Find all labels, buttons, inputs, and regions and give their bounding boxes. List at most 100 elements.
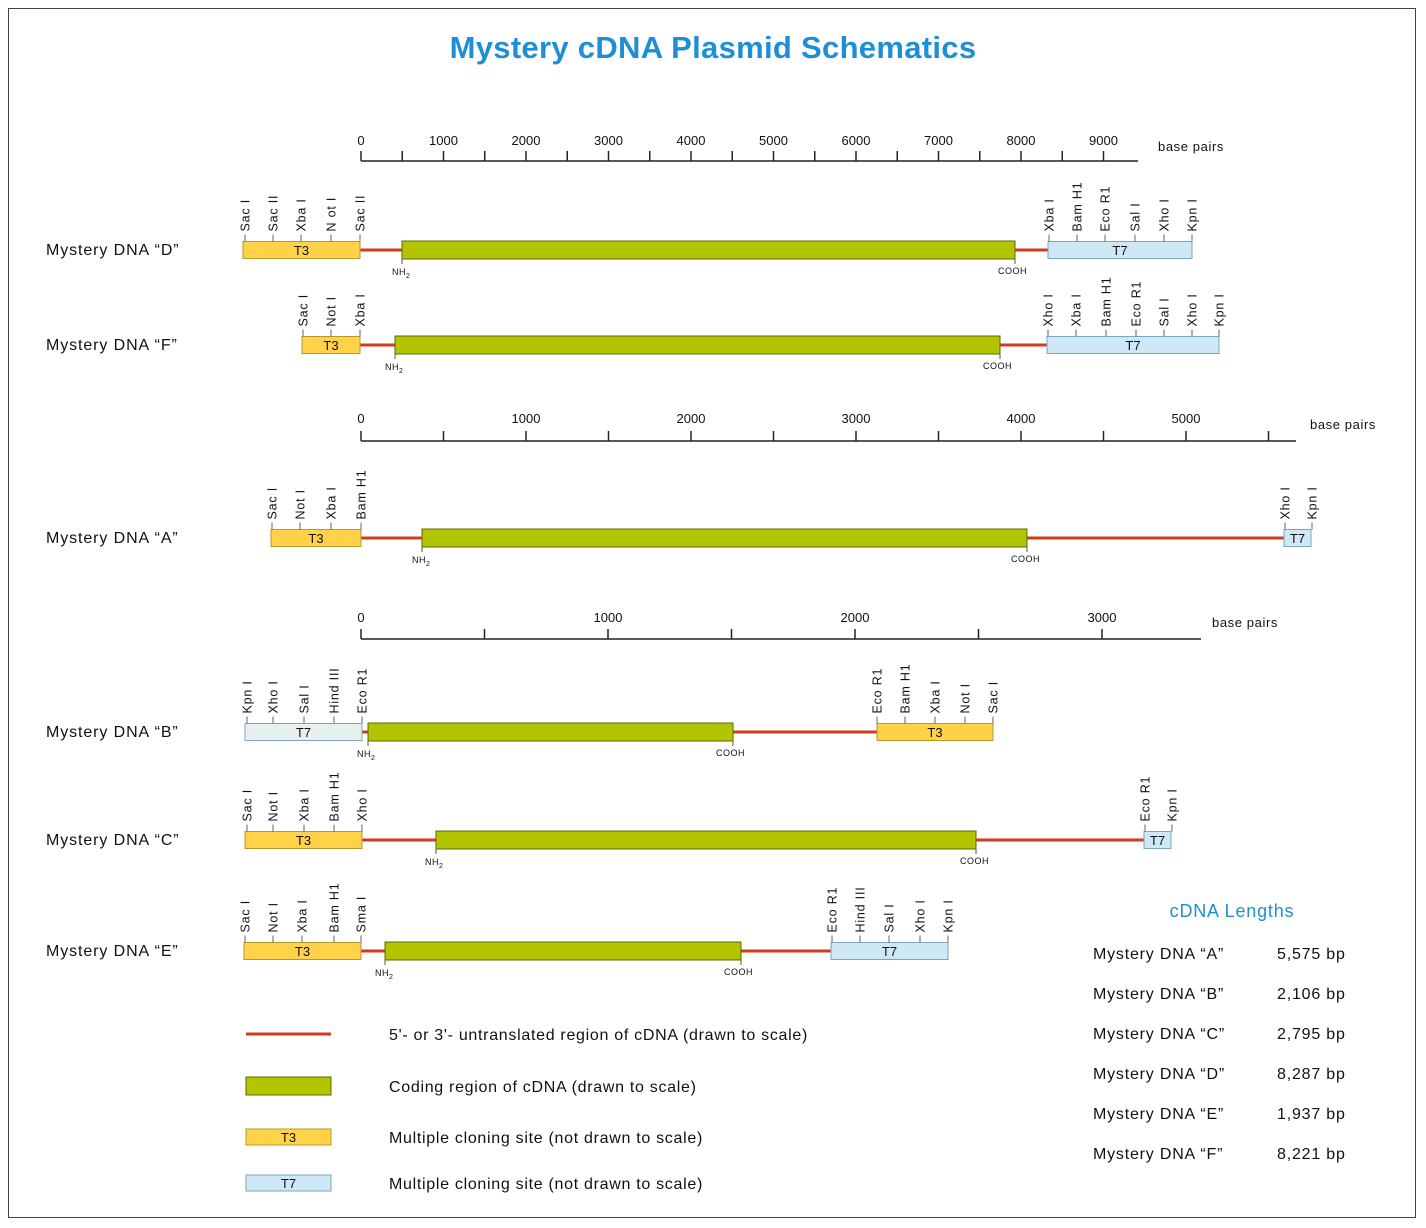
construct-label: Mystery DNA “E”: [46, 943, 179, 960]
scale-tick-label: 2000: [512, 133, 541, 148]
nh2-label: NH2: [392, 267, 410, 280]
restriction-site-label: Sac I: [239, 199, 253, 232]
legend-text: Multiple cloning site (not drawn to scal…: [389, 1176, 703, 1193]
coding-region: [435, 830, 977, 850]
mcs-box-label: T7: [1150, 833, 1165, 848]
restriction-site-label: Bam H1: [1100, 277, 1114, 327]
restriction-site-label: Bam H1: [328, 772, 342, 822]
coding-region: [367, 722, 734, 742]
restriction-site-label: Sal I: [298, 684, 312, 713]
construct-label: Mystery DNA “D”: [46, 242, 180, 259]
length-row: Mystery DNA “F”8,221 bp: [1093, 1146, 1345, 1163]
scale-tick-label: 4000: [677, 133, 706, 148]
restriction-site-label: Hind III: [328, 668, 342, 714]
scale-tick-label: 9000: [1089, 133, 1118, 148]
restriction-site-label: Sma I: [355, 896, 369, 933]
length-row-value: 5,575 bp: [1277, 946, 1346, 963]
scale-tick-label: 5000: [759, 133, 788, 148]
restriction-site-label: Hind III: [854, 887, 868, 933]
restriction-site-label: Bam H1: [355, 470, 369, 520]
right-mcs-box-t7: T7 Eco R1 Kpn I: [1139, 776, 1180, 849]
length-row: Mystery DNA “A” 5,575 bp: [1093, 946, 1346, 963]
scale-tick-label: 3000: [1088, 610, 1117, 625]
restriction-site-label: Bam H1: [328, 883, 342, 933]
restriction-site-label: Xho I: [1186, 293, 1200, 326]
length-row: Mystery DNA “D”8,287 bp: [1093, 1066, 1345, 1083]
restriction-site-label: Sac I: [241, 789, 255, 822]
legend-text: Coding region of cDNA (drawn to scale): [389, 1079, 697, 1096]
restriction-site-label: Sac I: [297, 294, 311, 327]
restriction-site-label: Xba I: [295, 198, 309, 231]
coding-region: [384, 941, 742, 961]
scale-tick-label: 0: [357, 133, 364, 148]
scale-tick-label: 2000: [677, 411, 706, 426]
mcs-box-label: T7: [1112, 243, 1127, 258]
legend-item-coding: Coding region of cDNA (drawn to scale): [245, 1076, 697, 1096]
mcs-box-label: T7: [882, 944, 897, 959]
restriction-site-label: Xho I: [1279, 486, 1293, 519]
restriction-site-label: Xba I: [354, 293, 368, 326]
restriction-site-label: Not I: [959, 683, 973, 713]
restriction-site-label: Kpn I: [1166, 788, 1180, 821]
restriction-site-label: Bam H1: [899, 664, 913, 714]
page-title: Mystery cDNA Plasmid Schematics: [449, 30, 977, 65]
scale-tick-label: 0: [357, 610, 364, 625]
mcs-box-label: T3: [294, 243, 309, 258]
length-row-name: Mystery DNA “B”: [1093, 986, 1224, 1003]
mcs-box: [1143, 831, 1172, 849]
length-row-name: Mystery DNA “D”: [1093, 1066, 1225, 1083]
length-row-value: 2,106 bp: [1277, 986, 1346, 1003]
legend-item-t3: T3 Multiple cloning site (not drawn to sc…: [245, 1128, 703, 1147]
scale-tick-label: 4000: [1007, 411, 1036, 426]
restriction-site-label: Xho I: [356, 788, 370, 821]
legend-text: Multiple cloning site (not drawn to scal…: [389, 1130, 703, 1147]
restriction-site-label: Eco R1: [1139, 776, 1153, 822]
legend-text: 5'- or 3'- untranslated region of cDNA (…: [389, 1027, 808, 1044]
length-row-name: Mystery DNA “F”: [1093, 1146, 1223, 1163]
nh2-label: NH2: [412, 555, 430, 568]
restriction-site-label: Sac I: [239, 900, 253, 933]
scale-tick-label: 8000: [1007, 133, 1036, 148]
restriction-site-label: Xba I: [1043, 198, 1057, 231]
restriction-site-label: Not I: [267, 791, 281, 821]
restriction-site-label: Xba I: [296, 899, 310, 932]
cooh-label: COOH: [960, 856, 989, 866]
restriction-site-label: Kpn I: [241, 680, 255, 713]
restriction-site-label: Xba I: [1070, 293, 1084, 326]
coding-region: [394, 335, 1001, 355]
length-row: Mystery DNA “E”1,937 bp: [1093, 1106, 1346, 1123]
scale-tick-label: 5000: [1172, 411, 1201, 426]
coding-region: [401, 240, 1016, 260]
restriction-site-label: Sac I: [266, 487, 280, 520]
length-row-name: Mystery DNA “C”: [1093, 1026, 1225, 1043]
scale-unit-label: base pairs: [1212, 615, 1278, 630]
length-row-value: 1,937 bp: [1277, 1106, 1346, 1123]
restriction-site-label: Sac I: [987, 681, 1001, 714]
length-row-name: Mystery DNA “A”: [1093, 946, 1224, 963]
construct-label: Mystery DNA “B”: [46, 724, 179, 741]
restriction-site-label: Xho I: [914, 899, 928, 932]
legend-swatch-label: T3: [281, 1130, 296, 1145]
scale-unit-label: base pairs: [1310, 417, 1376, 432]
mcs-box: [270, 529, 362, 547]
mcs-box-label: T3: [296, 833, 311, 848]
legend-t7-swatch: [245, 1174, 332, 1192]
nh2-label: NH2: [357, 749, 375, 762]
cooh-label: COOH: [983, 361, 1012, 371]
restriction-site-label: Xho I: [1158, 198, 1172, 231]
figure-frame: [8, 8, 1416, 1218]
restriction-site-label: N ot I: [325, 197, 339, 232]
mcs-box-label: T3: [295, 944, 310, 959]
nh2-label: NH2: [375, 968, 393, 981]
restriction-site-label: Eco R1: [826, 887, 840, 933]
